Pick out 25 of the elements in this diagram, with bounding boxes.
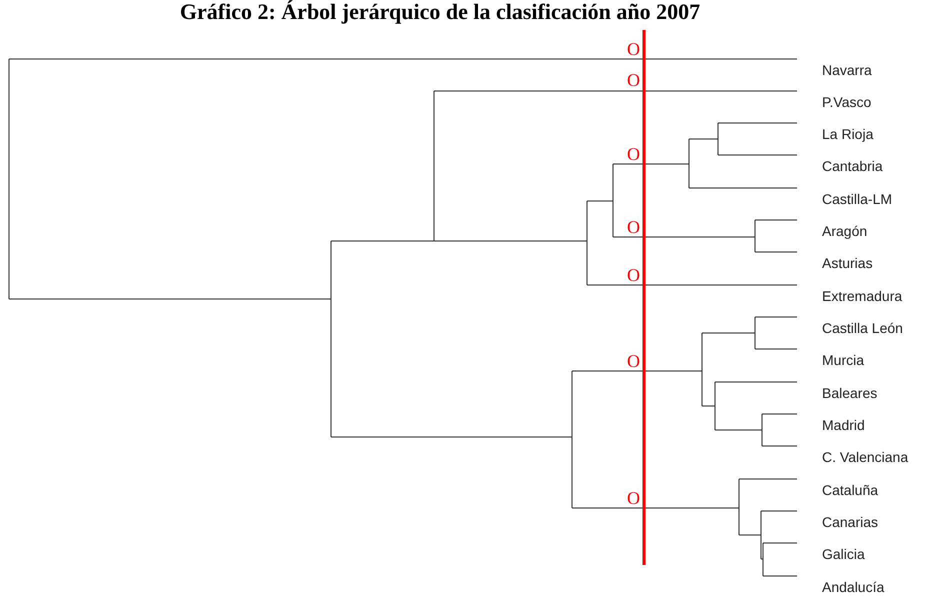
cut-mark: O bbox=[627, 72, 640, 89]
leaf-label: Castilla-LM bbox=[822, 191, 892, 207]
cut-mark: O bbox=[627, 41, 640, 58]
cut-mark: O bbox=[627, 267, 640, 284]
leaf-label: Cantabria bbox=[822, 158, 883, 174]
leaf-label: Canarias bbox=[822, 514, 878, 530]
leaf-label: Aragón bbox=[822, 223, 868, 239]
leaf-label: Asturias bbox=[822, 255, 873, 271]
leaf-label: Madrid bbox=[822, 417, 865, 433]
leaf-label: P.Vasco bbox=[822, 94, 872, 110]
leaf-label: C. Valenciana bbox=[822, 449, 908, 465]
cut-mark: O bbox=[627, 353, 640, 370]
cut-mark: O bbox=[627, 146, 640, 163]
leaf-label: Extremadura bbox=[822, 288, 902, 304]
leaf-label: Cataluña bbox=[822, 482, 878, 498]
leaf-label: La Rioja bbox=[822, 126, 874, 142]
leaf-label: Andalucía bbox=[822, 579, 884, 595]
leaf-label: Navarra bbox=[822, 62, 872, 78]
leaf-label: Galicia bbox=[822, 546, 865, 562]
leaf-label: Baleares bbox=[822, 385, 878, 401]
cut-mark: O bbox=[627, 490, 640, 507]
leaf-label: Castilla León bbox=[822, 320, 903, 336]
chart-title: Gráfico 2: Árbol jerárquico de la clasificación año 2007 bbox=[178, 0, 702, 24]
cut-mark: O bbox=[627, 219, 640, 236]
leaf-label: Murcia bbox=[822, 352, 864, 368]
